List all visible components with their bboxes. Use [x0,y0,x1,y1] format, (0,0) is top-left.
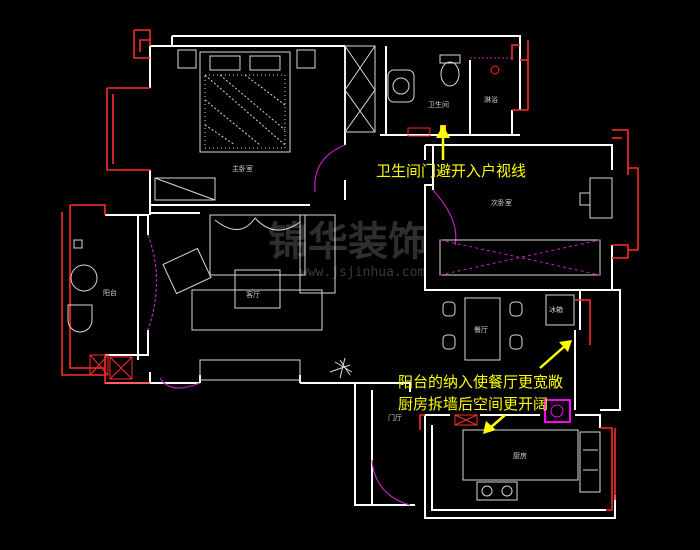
label-balcony: 阳台 [103,288,117,297]
label-kitchen: 厨房 [513,451,527,460]
watermark-url: www.jsjinhua.com [300,265,425,280]
bath-door-threshold [407,127,431,137]
stove-icon [476,481,518,501]
hood-fixture [544,399,571,423]
tv-cabinet [199,359,301,381]
fridge [545,294,575,326]
dining-table [442,297,523,361]
label-bathroom: 卫生间 [428,100,449,109]
kitchen-counter [462,429,601,493]
sofa-icon [162,214,336,295]
sink-icon [387,69,415,103]
label-second-bedroom: 次卧室 [491,198,512,207]
kitchen-column [454,414,478,426]
table-icon [191,269,323,331]
label-master-bedroom: 主卧室 [232,164,253,173]
note-balcony-dining: 阳台的纳入使餐厅更宽敞 [398,373,563,391]
door-arcs [147,144,457,506]
balcony-columns [89,354,133,380]
dresser [154,177,216,201]
arrow-up-icon [436,125,450,160]
shower [470,57,512,75]
arrow-diagonal-icon [539,340,572,369]
bed-icon [177,49,316,153]
label-living-room: 客厅 [246,290,260,299]
label-fridge: 冰箱 [549,305,563,314]
toilet-icon [439,54,461,87]
label-dining-room: 餐厅 [474,325,488,334]
arrow-diagonal-icon [483,414,506,434]
note-kitchen-wall: 厨房拆墙后空间更开阔 [398,395,548,413]
label-entrance: 门厅 [388,413,402,422]
hood-fan [550,404,564,418]
balcony-furniture [67,239,98,333]
watermark-brand: 锦华装饰 [268,219,428,265]
note-bathroom-door: 卫生间门避开入户视线 [376,162,526,180]
second-bedroom-furniture [439,177,613,276]
wardrobe [344,45,376,133]
plant-icon [329,357,353,379]
label-shower: 淋浴 [484,95,498,104]
